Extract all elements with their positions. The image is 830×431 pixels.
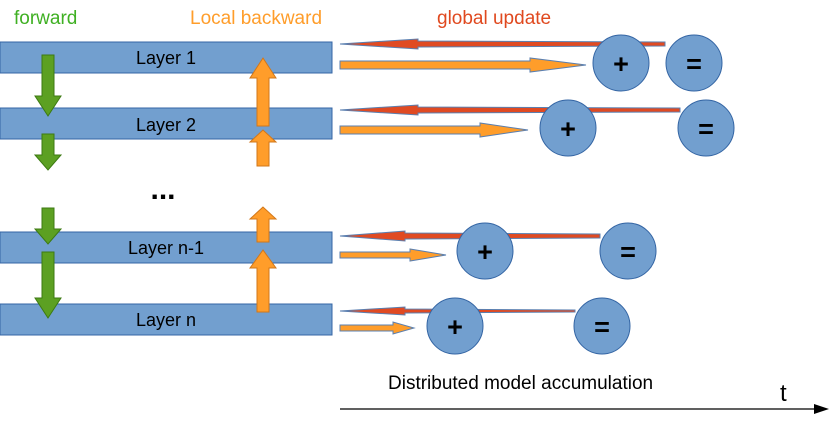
layer-n-1-bar (0, 231, 333, 264)
layer-1-bar (0, 41, 333, 74)
layer-n-label: Layer n (136, 310, 196, 330)
equals-node-2 (677, 99, 735, 157)
plus-sign-1: + (613, 49, 629, 79)
forward-arrow-3 (33, 207, 63, 245)
axis-variable: t (780, 380, 787, 407)
layer-2: Layer 2 (0, 107, 333, 140)
time-axis-arrowhead (814, 404, 829, 414)
layer-n: Layer n (0, 303, 333, 336)
forward-arrow-4 (34, 251, 62, 319)
plus-node-1 (592, 34, 650, 92)
layer-n-1: Layer n-1 (0, 231, 333, 264)
layer-1-label: Layer 1 (136, 48, 196, 68)
layer-1: Layer 1 (0, 41, 333, 74)
accum-arrow-3 (339, 248, 447, 262)
plus-node-4 (426, 297, 484, 355)
accum-arrow-4 (339, 321, 416, 335)
accum-arrow-2 (339, 122, 529, 138)
plus-sign-4: + (447, 312, 463, 342)
layer-2-bar (0, 107, 333, 140)
global-arrow-1 (339, 38, 666, 50)
legend-forward: forward (14, 8, 77, 29)
layers-ellipsis: ... (150, 173, 175, 206)
legend-local-backward: Local backward (190, 8, 322, 29)
layer-2-label: Layer 2 (136, 115, 196, 135)
accum-arrow-1 (339, 57, 587, 73)
equals-node-4 (573, 297, 631, 355)
equals-sign-2: = (698, 114, 714, 144)
plus-node-3 (456, 222, 514, 280)
backward-arrow-3 (248, 206, 278, 243)
backward-arrow-4 (249, 249, 277, 313)
forward-arrow-1 (34, 54, 62, 117)
plus-sign-2: + (560, 114, 576, 144)
layer-n-bar (0, 303, 333, 336)
layer-n-1-label: Layer n-1 (128, 238, 204, 258)
plus-node-2 (539, 99, 597, 157)
plus-sign-3: + (477, 237, 493, 267)
global-arrow-2 (339, 104, 681, 116)
equals-node-1 (665, 34, 723, 92)
forward-arrow-2 (33, 133, 63, 171)
equals-sign-3: = (620, 237, 636, 267)
equals-sign-1: = (686, 49, 702, 79)
axis-caption: Distributed model accumulation (388, 373, 653, 394)
backward-arrow-1 (249, 57, 277, 127)
legend-global-update: global update (437, 8, 551, 29)
equals-node-3 (599, 222, 657, 280)
backward-arrow-2 (248, 129, 278, 167)
equals-sign-4: = (594, 312, 610, 342)
